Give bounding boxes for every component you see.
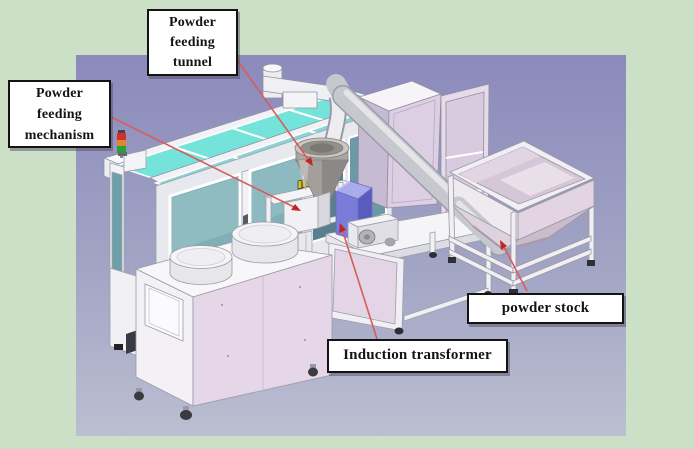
callout-line-tunnel: [236, 59, 311, 163]
callout-line-mechanism: [110, 116, 299, 210]
label-powder-feeding-mechanism: Powder feeding mechanism: [8, 80, 111, 148]
label-text: Powder: [168, 15, 217, 30]
label-powder-stock: powder stock: [467, 293, 624, 324]
label-induction-transformer: Induction transformer: [327, 339, 508, 373]
cabinet-drums: [169, 221, 299, 285]
tower-light-green: [117, 146, 126, 153]
label-text: feeding: [37, 107, 82, 122]
tower-light-amber: [117, 140, 126, 146]
label-text: powder stock: [501, 300, 590, 316]
table-machine: [346, 213, 400, 249]
tower-light-red: [117, 133, 126, 140]
label-text: Powder: [35, 86, 84, 101]
callout-lines: [110, 59, 528, 340]
label-text: mechanism: [24, 128, 95, 143]
control-cabinet: [134, 221, 333, 420]
callout-arrow-stock: [500, 240, 507, 250]
tower-light: [117, 130, 147, 173]
callout-arrow-induction: [339, 223, 346, 233]
callout-line-stock: [501, 242, 528, 292]
label-text: tunnel: [172, 55, 213, 70]
powder-stock-hopper: [447, 140, 595, 295]
cabinet-casters: [134, 364, 318, 420]
label-text: feeding: [170, 35, 215, 50]
callout-line-induction: [340, 225, 378, 340]
callout-arrow-mechanism: [291, 204, 301, 211]
label-powder-feeding-tunnel: Powder feeding tunnel: [147, 9, 238, 76]
callout-arrow-tunnel: [305, 157, 313, 166]
label-text: Induction transformer: [343, 347, 492, 363]
